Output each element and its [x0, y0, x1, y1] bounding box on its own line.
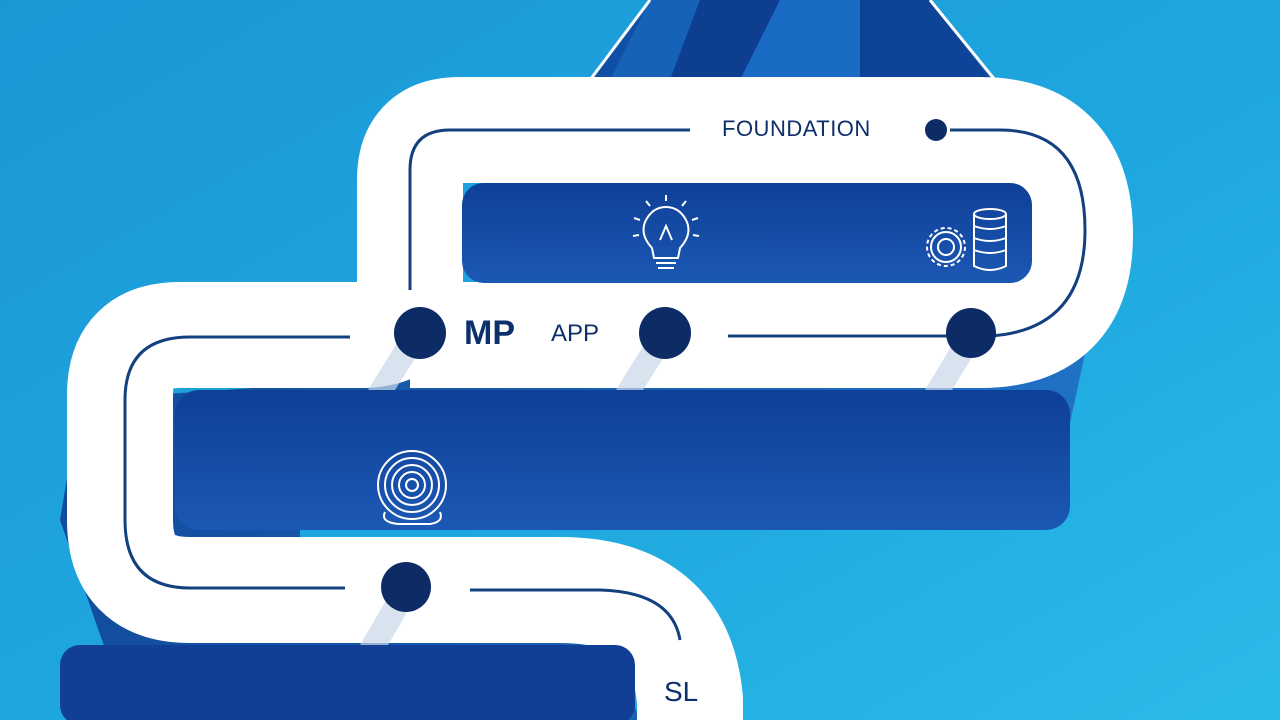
upper-panel: [462, 183, 1032, 283]
gear-coins-icon: [926, 208, 1007, 271]
milestone-node-foundation: [925, 119, 947, 141]
milestone-node-lower: [381, 562, 431, 612]
track-line: [408, 128, 690, 290]
track-line-right: [950, 128, 1087, 338]
milestone-node-right: [946, 308, 996, 358]
track-line-bottom: [470, 588, 682, 641]
app-label: APP: [551, 320, 600, 347]
crystal-peak-icon: [588, 0, 997, 81]
mp-label: MP: [464, 314, 515, 352]
track-line-left: [123, 335, 350, 590]
fingerprint-icon: [377, 450, 447, 525]
middle-panel: [175, 390, 1070, 530]
lightbulb-icon: [632, 195, 700, 269]
sl-label: SL: [664, 676, 699, 707]
foundation-label: FOUNDATION: [722, 116, 871, 141]
milestone-node-mp: [394, 307, 446, 359]
milestone-node-app: [639, 307, 691, 359]
lower-panel: [60, 645, 635, 720]
